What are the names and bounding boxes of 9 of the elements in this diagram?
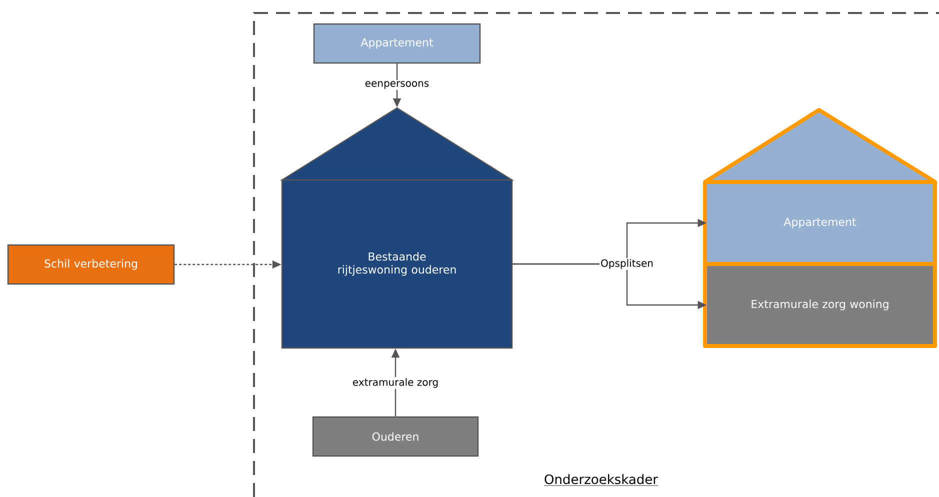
- edge-label: Opsplitsen: [600, 258, 654, 270]
- edge-label: eenpersoons: [364, 80, 430, 90]
- room-box: Appartement: [707, 184, 933, 262]
- room-box: Extramurale zorg woning: [707, 266, 933, 344]
- process-box: Schil verbetering: [7, 244, 175, 285]
- process-box: Appartement: [313, 23, 481, 64]
- edge-label: extramurale zorg: [351, 377, 440, 389]
- process-box: Ouderen: [312, 416, 479, 457]
- house-outline: [703, 108, 937, 348]
